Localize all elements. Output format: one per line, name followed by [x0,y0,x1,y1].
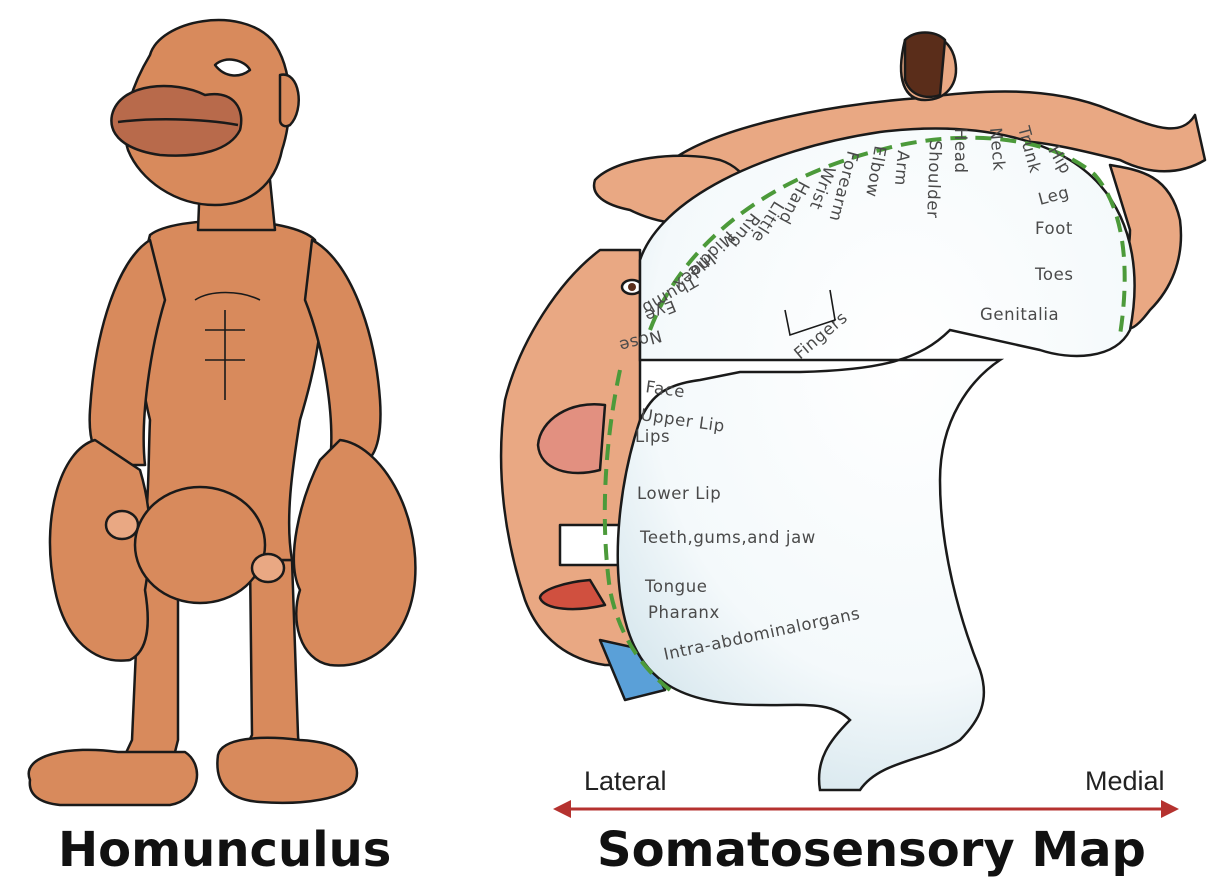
label-shoulder: Shoulder [923,140,945,219]
side-pupil [628,283,636,291]
label-head: Head [951,128,970,174]
ear [280,75,299,127]
label-lower-lip: Lower Lip [637,484,721,503]
genital-region [135,487,265,603]
somatosensory-map-caption: Somatosensory Map [597,826,1146,874]
side-teeth [560,525,622,565]
figure-hair [905,33,945,97]
axis-medial-label: Medial [1085,766,1165,796]
label-face: Face [644,377,686,401]
homunculus-caption: Homunculus [58,826,391,874]
label-foot: Foot [1035,219,1073,238]
label-tongue: Tongue [644,577,708,596]
label-toes: Toes [1034,265,1074,284]
right-hand [294,440,416,666]
label-pharanx: Pharanx [648,603,720,622]
right-leg [238,560,300,765]
label-teeth: Teeth,gums,and jaw [639,528,816,547]
label-lips: Lips [635,427,670,446]
right-foot [217,738,357,803]
right-thumb-nail [252,554,284,582]
label-neck: Neck [986,127,1009,172]
label-genitalia: Genitalia [980,305,1059,324]
somatosensory-map: Hip Trunk Neck Head Shoulder Arm Elbow F… [501,33,1205,810]
left-foot [29,750,197,805]
label-arm: Arm [891,150,913,187]
homunculus-figure [29,20,416,805]
left-thumb-nail [106,511,138,539]
axis-lateral-label: Lateral [584,766,667,796]
